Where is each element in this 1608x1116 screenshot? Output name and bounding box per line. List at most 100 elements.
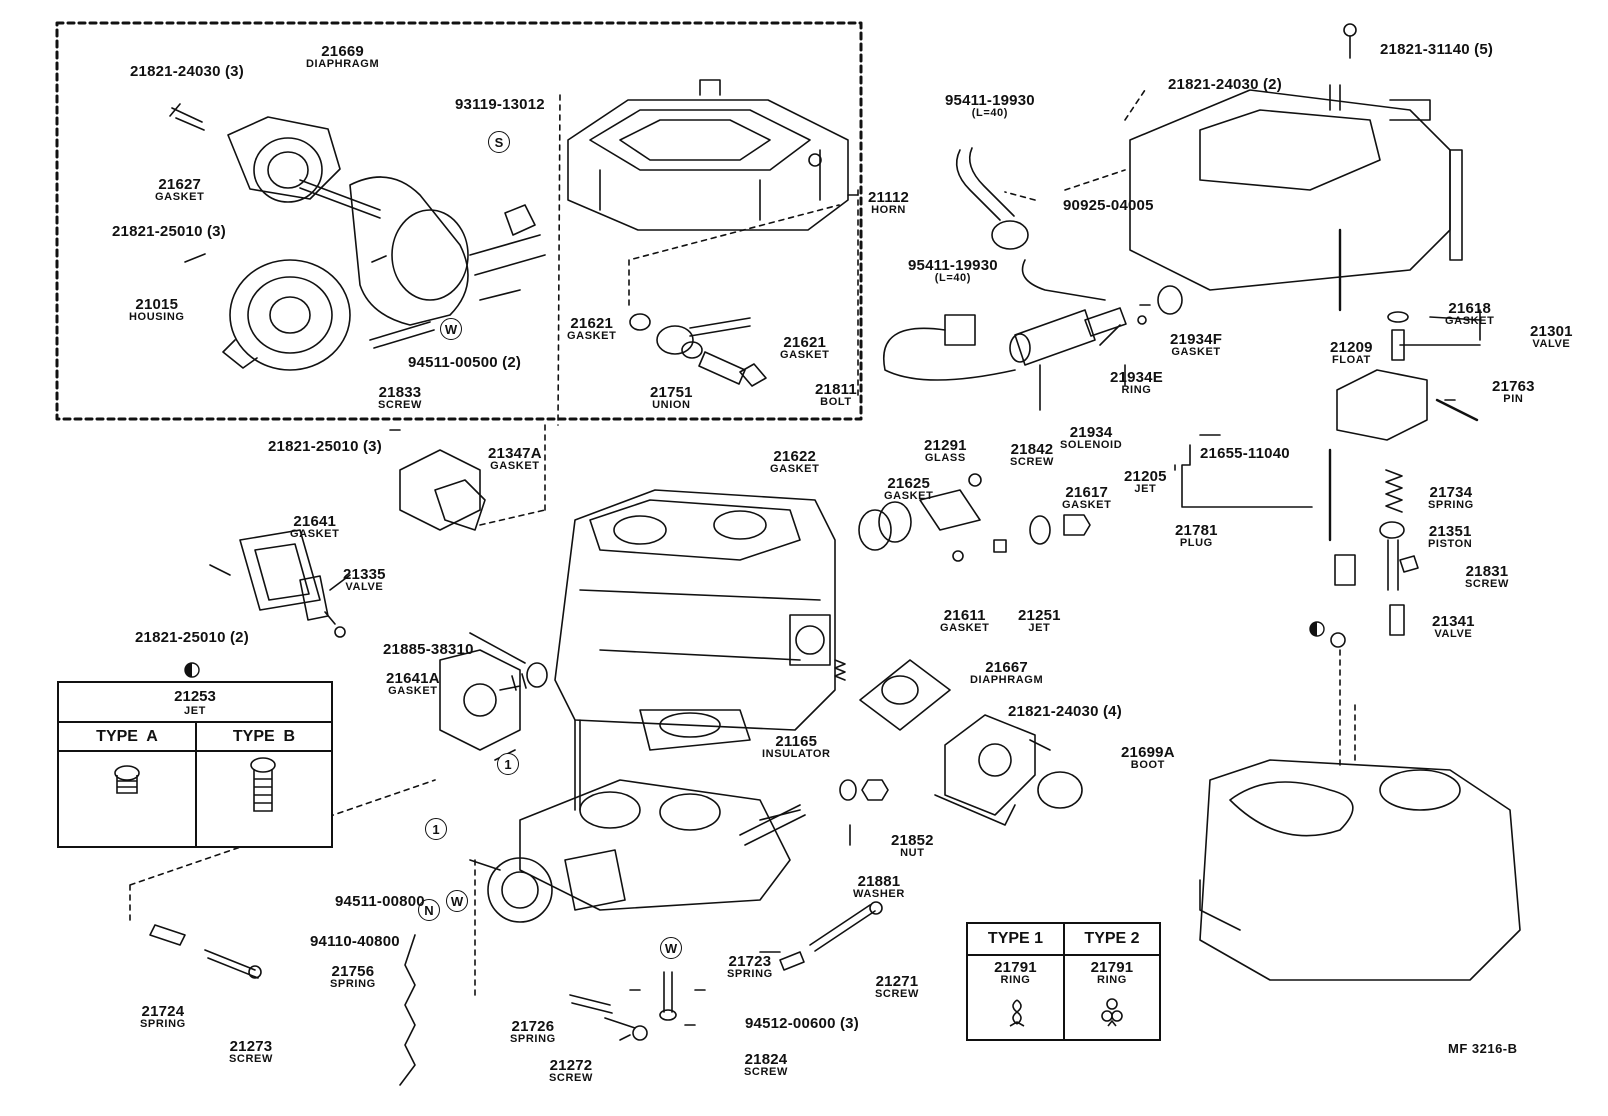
- label-21885: 21885-38310: [383, 642, 474, 657]
- diagram-code: MF 3216-B: [1448, 1041, 1518, 1056]
- callout-w-1: W: [440, 318, 462, 340]
- label-90925: 90925-04005: [1063, 198, 1154, 213]
- part-number: 21611: [943, 607, 986, 624]
- part-description: GASKET: [770, 463, 820, 475]
- label-21655: 21655-11040: [1200, 446, 1290, 461]
- part-description: GASKET: [290, 528, 340, 540]
- bottom-spring-screw-drawings: [149, 901, 883, 1086]
- part-number: 94511-00800: [335, 893, 425, 910]
- label-21821-24030-top: 21821-24030 (3): [130, 64, 244, 79]
- part-description: GASKET: [884, 490, 934, 502]
- main-body-drawing: [554, 489, 836, 751]
- callout-one-1: 1: [497, 753, 519, 775]
- part-number: 21781: [1175, 522, 1218, 539]
- label-95411-a: 95411-19930(L=40): [945, 93, 1035, 119]
- upper-right-body-drawing: [1129, 23, 1463, 312]
- part-description: SCREW: [229, 1053, 273, 1065]
- part-number: 21341: [1432, 613, 1475, 630]
- part-number: 21763: [1492, 378, 1535, 395]
- part-number: 21621: [570, 315, 614, 332]
- part-description: PIN: [1503, 393, 1524, 405]
- part-number: 21824: [744, 1051, 788, 1068]
- part-description: JET: [1134, 483, 1157, 495]
- part-number: 21821-24030 (2): [1168, 76, 1282, 93]
- jet-type-b-icon: [250, 757, 276, 812]
- ring2-desc: RING: [1097, 974, 1127, 986]
- union-bolt-drawing: [629, 313, 767, 387]
- part-description: GASKET: [940, 622, 990, 634]
- label-93119: 93119-13012: [455, 97, 545, 112]
- part-description: (L=40): [971, 107, 1009, 119]
- part-description: SCREW: [1465, 578, 1509, 590]
- part-number: 21821-31140 (5): [1380, 41, 1494, 58]
- part-description: SPRING: [727, 968, 773, 980]
- ring1-number: 21791: [994, 959, 1037, 976]
- jet-desc: JET: [184, 704, 206, 717]
- part-number: 95411-19930: [908, 257, 998, 274]
- part-number: 21667: [985, 659, 1028, 676]
- throttle-linkage-drawing: [439, 649, 548, 751]
- part-description: SPRING: [1428, 499, 1474, 511]
- part-number: 21821-24030 (4): [1008, 703, 1122, 720]
- horn-drawing: [567, 79, 849, 231]
- part-number: 21205: [1124, 468, 1167, 485]
- part-description: SCREW: [378, 399, 422, 411]
- ring1-desc: RING: [1000, 974, 1031, 986]
- part-number: 21833: [378, 384, 422, 401]
- label-21821-25010-c: 21821-25010 (2): [135, 630, 249, 645]
- part-number: 94512-00600 (3): [745, 1015, 859, 1032]
- part-description: SCREW: [549, 1072, 593, 1084]
- label-94511-00800: 94511-00800: [335, 894, 425, 909]
- part-number: 21335: [343, 566, 386, 583]
- part-number: 21831: [1465, 563, 1509, 580]
- group-border: [55, 21, 863, 421]
- type-a-header: TYPE A: [96, 727, 158, 745]
- half-circle-icon-table: [184, 662, 200, 678]
- part-number: 21751: [650, 384, 693, 401]
- part-number: 21885-38310: [383, 641, 474, 658]
- part-description: VALVE: [1532, 338, 1571, 350]
- part-number: 21618: [1448, 300, 1492, 317]
- part-number: 21726: [511, 1018, 555, 1035]
- label-94511-00500: 94511-00500 (2): [408, 355, 521, 370]
- part-description: JET: [1028, 622, 1051, 634]
- part-description: DIAPHRAGM: [970, 674, 1044, 686]
- part-description: SCREW: [1010, 456, 1054, 468]
- callout-w-2: W: [446, 890, 468, 912]
- part-description: GASKET: [1062, 499, 1112, 511]
- jet-type-table: 21253 JET TYPE A TYPE B: [57, 681, 333, 848]
- part-number: 21934E: [1110, 369, 1163, 386]
- jet-type-a-icon: [114, 765, 140, 794]
- part-description: WASHER: [853, 888, 905, 900]
- part-number: 21723: [728, 953, 772, 970]
- part-number: 21821-25010 (3): [268, 438, 382, 455]
- part-number: 21112: [868, 189, 910, 206]
- part-number: 21625: [887, 475, 931, 492]
- ring-type-table: TYPE 1 TYPE 2 21791 RING 21791 RING: [966, 922, 1161, 1041]
